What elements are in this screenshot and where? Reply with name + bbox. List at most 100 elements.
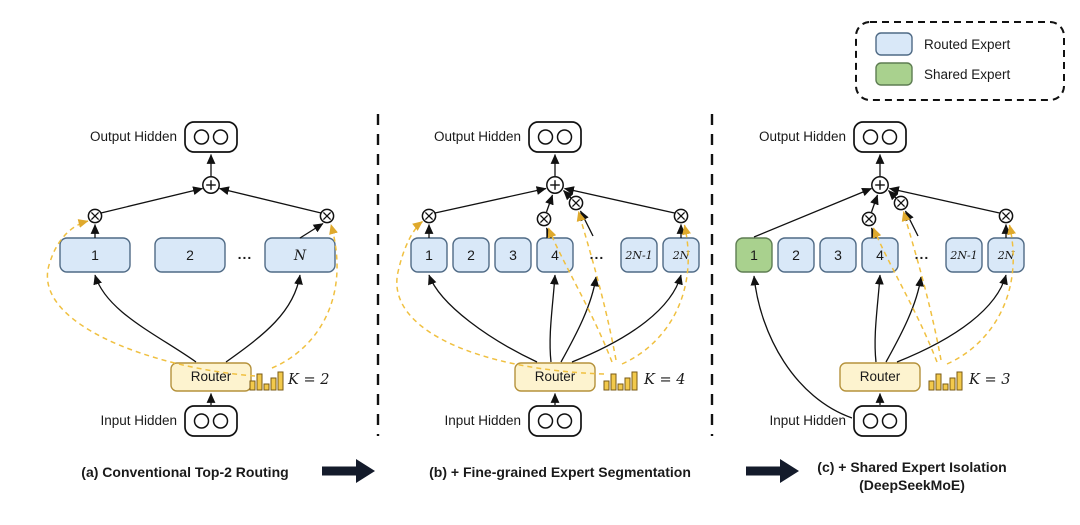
expert-label: 2	[792, 247, 800, 263]
input-to-shared-expert-path	[750, 275, 853, 419]
expert-label: 1	[425, 247, 433, 263]
transition-arrow-2	[746, 459, 799, 483]
expert-label: 2N	[997, 249, 1015, 262]
expert-label: 4	[876, 247, 884, 263]
input-hidden-label: Input Hidden	[769, 413, 846, 428]
multiply-icon	[87, 208, 103, 224]
expert-label: 3	[834, 247, 842, 263]
output-hidden-label: Output Hidden	[434, 129, 521, 144]
expert-label: 1	[750, 247, 758, 263]
router-label: Router	[535, 369, 576, 384]
expert-label: 4	[551, 247, 559, 263]
expert-label: 3	[509, 247, 517, 263]
expert-label: 1	[91, 247, 99, 263]
expert-label: 2	[186, 247, 194, 263]
expert-label: 2	[467, 247, 475, 263]
gate-histogram-icon	[928, 371, 963, 391]
expert-to-gate-line	[299, 222, 324, 239]
gate-weight-path	[576, 210, 617, 361]
expert-box-2	[777, 237, 815, 273]
gate-histogram-icon	[603, 371, 638, 391]
router-to-expert-path	[225, 274, 303, 363]
gate-weight-path	[271, 223, 338, 369]
gate-weight-path	[547, 227, 613, 363]
k-value-label: K = 4	[643, 372, 685, 388]
expert-ellipsis: ...	[915, 246, 930, 262]
router-to-expert-path	[885, 276, 925, 363]
gate-to-sum-line	[563, 190, 574, 201]
expert-ellipsis: ...	[238, 246, 253, 262]
captions: (a) Conventional Top-2 Routing (b) + Fin…	[81, 459, 1007, 493]
gate-to-sum-line	[870, 194, 879, 213]
router-label: Router	[860, 369, 901, 384]
caption-c-line2: (DeepSeekMoE)	[859, 477, 965, 493]
router-to-expert-path	[428, 274, 538, 363]
gate-weight-path	[621, 224, 691, 365]
expert-box-2	[452, 237, 490, 273]
caption-b: (b) + Fine-grained Expert Segmentation	[429, 464, 691, 480]
k-value-label: K = 3	[968, 372, 1010, 388]
output-hidden-node	[184, 121, 238, 153]
router-box	[839, 362, 921, 392]
gate-weight-path	[872, 227, 938, 363]
panel-b: Output Hidden 1 2 3 4 ... 2N-1 2N Router…	[396, 121, 700, 437]
output-hidden-label: Output Hidden	[759, 129, 846, 144]
gate-weight-path	[946, 224, 1016, 365]
shared-expert-to-sum-line	[753, 187, 873, 238]
router-box	[170, 362, 252, 392]
gate-weight-path	[901, 210, 942, 361]
expert-ellipsis: ...	[590, 246, 605, 262]
shared-expert-box-1	[735, 237, 773, 273]
router-label: Router	[191, 369, 232, 384]
expert-label: N	[293, 248, 307, 264]
multiply-icon	[998, 208, 1014, 224]
legend-routed-label: Routed Expert	[924, 37, 1011, 52]
multiply-icon	[861, 211, 877, 227]
expert-to-gate-line	[579, 210, 594, 237]
input-hidden-label: Input Hidden	[444, 413, 521, 428]
k-value-label: K = 2	[287, 372, 329, 388]
output-hidden-label: Output Hidden	[90, 129, 177, 144]
expert-box-3	[494, 237, 532, 273]
transition-arrow-1	[322, 459, 375, 483]
sum-icon	[871, 176, 889, 194]
router-to-expert-path	[896, 274, 1008, 363]
expert-label: 2N	[672, 249, 690, 262]
gate-to-sum-line	[218, 186, 322, 214]
expert-box-2n-1	[945, 237, 983, 273]
router-box	[514, 362, 596, 392]
panel-a: Output Hidden 1 2 ... N Router K = 2 Inp…	[46, 121, 338, 437]
sum-icon	[546, 176, 564, 194]
sum-icon	[202, 176, 220, 194]
expert-to-gate-line	[904, 210, 919, 237]
gate-weight-path	[396, 220, 605, 375]
gate-to-sum-line	[563, 186, 675, 214]
output-hidden-node	[853, 121, 907, 153]
router-to-expert-path	[560, 276, 600, 363]
gate-to-sum-line	[545, 194, 554, 213]
multiply-icon	[319, 208, 335, 224]
gate-weight-path	[46, 219, 256, 377]
expert-label: 2N-1	[949, 249, 977, 262]
legend-shared-label: Shared Expert	[924, 67, 1011, 82]
expert-box-3	[819, 237, 857, 273]
panel-c: Output Hidden 1 2 3 4 ... 2N-1 2N Router…	[735, 121, 1025, 437]
multiply-icon	[421, 208, 437, 224]
input-hidden-label: Input Hidden	[100, 413, 177, 428]
input-hidden-node	[528, 405, 582, 437]
gate-to-sum-line	[888, 190, 899, 201]
routed-expert-swatch	[875, 32, 913, 56]
router-to-expert-path	[874, 274, 884, 363]
output-hidden-node	[528, 121, 582, 153]
expert-label: 2N-1	[624, 249, 652, 262]
multiply-icon	[673, 208, 689, 224]
multiply-icon	[536, 211, 552, 227]
router-to-expert-path	[571, 274, 683, 363]
gate-to-sum-line	[434, 186, 547, 214]
gate-histogram-icon	[249, 371, 284, 391]
caption-c-line1: (c) + Shared Expert Isolation	[817, 459, 1006, 475]
expert-box-2	[154, 237, 226, 273]
gate-to-sum-line	[100, 186, 204, 214]
gate-to-sum-line	[888, 186, 1000, 214]
